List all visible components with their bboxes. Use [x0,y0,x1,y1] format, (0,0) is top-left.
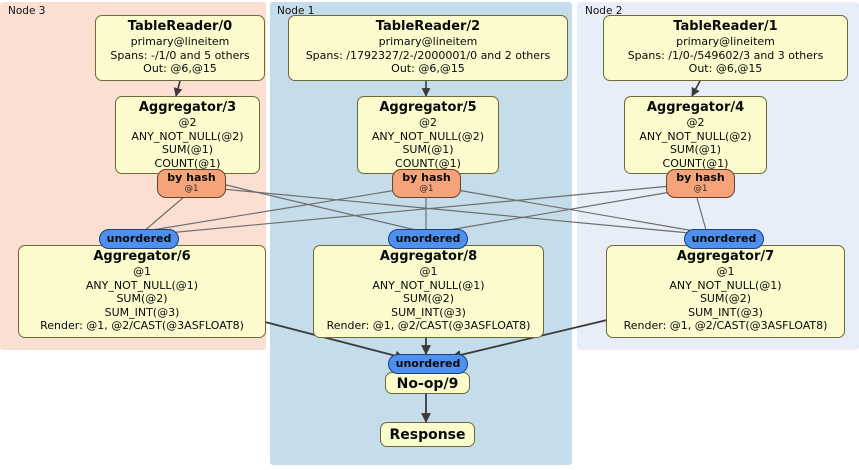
badge-unordered-final[interactable]: unordered [388,354,468,374]
node-panel-label-node2: Node 2 [585,5,623,17]
processor-detail-line: COUNT(@1) [154,156,221,170]
processor-detail-line: @1 [419,265,438,278]
processor-title: Aggregator/5 [379,100,477,115]
processor-title: Aggregator/6 [93,249,191,264]
processor-aggregator-6[interactable]: Aggregator/6 @1 ANY_NOT_NULL(@1) SUM(@2)… [18,245,266,338]
processor-response[interactable]: Response [380,422,475,447]
badge-label: by hash [676,171,725,184]
processor-table-reader-0[interactable]: TableReader/0 primary@lineitem Spans: -/… [95,15,265,81]
badge-sublabel: @1 [419,184,434,194]
processor-detail-line: Out: @6,@15 [688,62,763,75]
processor-aggregator-5[interactable]: Aggregator/5 @2 ANY_NOT_NULL(@2) SUM(@1)… [357,96,499,174]
processor-title: TableReader/2 [375,19,481,34]
badge-by-hash-center[interactable]: by hash @1 [392,169,461,198]
badge-label: unordered [106,232,172,245]
badge-sublabel: @1 [693,184,708,194]
processor-title: Aggregator/7 [676,249,775,264]
processor-detail-line: SUM(@2) [402,292,455,305]
badge-by-hash-right[interactable]: by hash @1 [666,169,735,198]
node-panel-label-node3: Node 3 [8,5,46,17]
processor-detail-line: @1 [133,265,151,278]
processor-detail-line: ANY_NOT_NULL(@2) [371,129,485,143]
processor-detail-line: @1 [716,265,735,278]
badge-label: unordered [395,232,461,245]
processor-aggregator-8[interactable]: Aggregator/8 @1 ANY_NOT_NULL(@1) SUM(@2)… [313,245,544,338]
processor-detail-line: Out: @6,@15 [143,62,217,75]
badge-label: by hash [167,171,216,184]
processor-detail-line: SUM_INT(@3) [391,305,466,319]
processor-aggregator-3[interactable]: Aggregator/3 @2 ANY_NOT_NULL(@2) SUM(@1)… [115,96,260,174]
processor-detail-line: @2 [686,116,705,129]
badge-by-hash-left[interactable]: by hash @1 [157,169,226,198]
processor-detail-line: Out: @6,@15 [391,62,465,75]
processor-detail-line: SUM(@2) [116,292,168,305]
processor-detail-line: @2 [178,116,197,129]
badge-unordered-right[interactable]: unordered [684,229,764,249]
processor-detail-line: Render: @1, @2/CAST(@3ASFLOAT8) [623,319,828,332]
processor-detail-line: SUM_INT(@3) [104,305,180,319]
processor-detail-line: Render: @1, @2/CAST(@3ASFLOAT8) [40,319,244,332]
processor-title: Aggregator/3 [138,100,237,115]
processor-detail-line: SUM(@2) [699,292,752,305]
badge-unordered-center[interactable]: unordered [388,229,468,249]
processor-detail-line: SUM(@1) [669,143,722,156]
processor-title: Response [389,427,466,443]
processor-detail-line: ANY_NOT_NULL(@1) [85,278,199,292]
processor-detail-line: Spans: /1792327/2-/2000001/0 and 2 other… [305,48,551,62]
badge-unordered-left[interactable]: unordered [99,229,179,249]
badge-label: unordered [395,357,461,370]
badge-label: by hash [402,171,451,184]
processor-detail-line: ANY_NOT_NULL(@1) [372,278,485,292]
processor-noop-9[interactable]: No-op/9 [385,372,470,394]
processor-detail-line: ANY_NOT_NULL(@2) [131,129,244,143]
processor-table-reader-2[interactable]: TableReader/2 primary@lineitem Spans: /1… [288,15,568,81]
processor-aggregator-7[interactable]: Aggregator/7 @1 ANY_NOT_NULL(@1) SUM(@2)… [606,245,845,338]
processor-detail-line: ANY_NOT_NULL(@2) [639,129,752,143]
badge-sublabel: @1 [184,184,199,194]
processor-detail-line: Render: @1, @2/CAST(@3ASFLOAT8) [326,319,531,332]
processor-detail-line: @2 [419,116,437,129]
processor-title: No-op/9 [396,376,459,392]
processor-title: Aggregator/8 [379,249,478,264]
processor-aggregator-4[interactable]: Aggregator/4 @2 ANY_NOT_NULL(@2) SUM(@1)… [624,96,767,174]
processor-table-reader-1[interactable]: TableReader/1 primary@lineitem Spans: /1… [603,15,848,81]
processor-title: TableReader/0 [127,19,233,34]
processor-detail-line: Spans: -/1/0 and 5 others [110,48,250,62]
node-panel-label-node1: Node 1 [277,5,315,17]
processor-title: Aggregator/4 [646,100,745,115]
badge-label: unordered [691,232,757,245]
processor-detail-line: SUM(@1) [402,143,454,156]
processor-detail-line: COUNT(@1) [395,156,461,170]
processor-detail-line: SUM(@1) [161,143,214,156]
processor-title: TableReader/1 [673,19,778,34]
processor-detail-line: ANY_NOT_NULL(@1) [669,278,782,292]
processor-detail-line: primary@lineitem [378,35,478,48]
processor-detail-line: COUNT(@1) [662,156,729,170]
processor-detail-line: primary@lineitem [130,35,230,48]
processor-detail-line: Spans: /1/0-/549602/3 and 3 others [627,48,824,62]
processor-detail-line: primary@lineitem [676,35,775,48]
processor-detail-line: SUM_INT(@3) [688,305,763,319]
